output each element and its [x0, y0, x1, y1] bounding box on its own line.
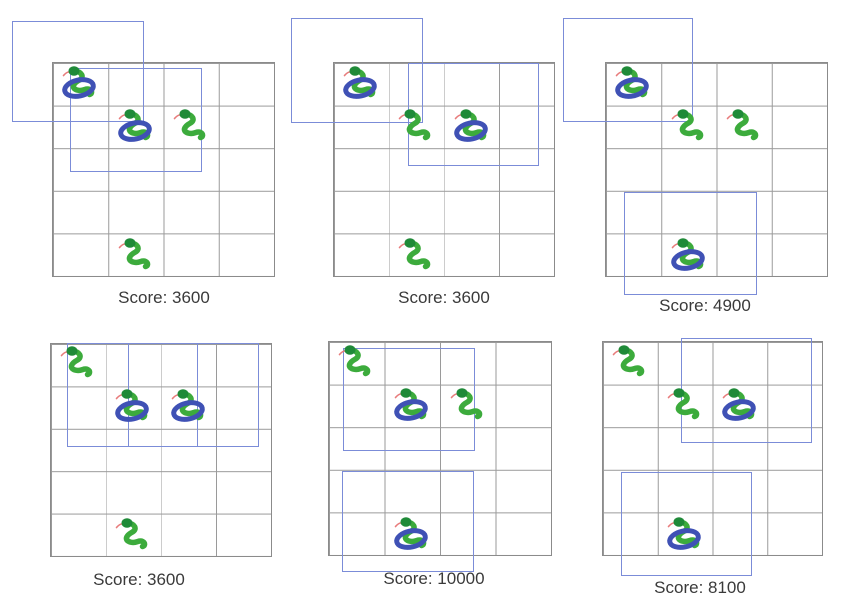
snake-icon — [663, 383, 707, 425]
ring-marker — [615, 76, 649, 99]
selection-box — [621, 472, 752, 576]
board-grid — [602, 341, 823, 556]
ring-marker — [670, 248, 705, 271]
snake-icon — [114, 233, 158, 275]
snake-icon — [608, 340, 652, 382]
selection-box — [291, 18, 423, 123]
ring-marker — [342, 76, 377, 99]
ring-marker — [170, 400, 205, 423]
ringed-snake-icon — [390, 512, 434, 554]
ringed-snake-icon — [114, 104, 158, 146]
ringed-snake-icon — [667, 233, 711, 275]
board-grid — [333, 62, 555, 277]
selection-box — [342, 471, 474, 572]
ringed-snake-icon — [58, 61, 102, 103]
selection-box — [624, 192, 757, 295]
ring-marker — [394, 527, 428, 550]
board-grid — [52, 62, 275, 277]
snake-icon — [169, 104, 213, 146]
snake-icon — [334, 340, 378, 382]
score-label: Score: 3600 — [118, 288, 210, 307]
ringed-snake-icon — [718, 383, 762, 425]
score-label: Score: 8100 — [654, 578, 746, 597]
snake-icon — [111, 513, 155, 555]
ring-marker — [667, 527, 701, 550]
ring-marker — [62, 76, 96, 99]
ringed-snake-icon — [611, 61, 655, 103]
selection-box — [563, 18, 693, 122]
ringed-snake-icon — [111, 384, 155, 426]
snake-icon — [394, 233, 438, 275]
board-grid — [328, 341, 552, 556]
board-grid — [605, 62, 828, 277]
ring-marker — [453, 119, 488, 142]
ringed-snake-icon — [339, 61, 383, 103]
selection-box — [12, 21, 144, 122]
score-label: Score: 4900 — [659, 296, 751, 315]
snake-icon — [722, 104, 766, 146]
snake-icon — [394, 104, 438, 146]
ring-marker — [722, 398, 756, 421]
score-label: Score: 10000 — [383, 569, 485, 588]
snake-icon — [667, 104, 711, 146]
ringed-snake-icon — [663, 512, 707, 554]
board-grid — [50, 343, 272, 557]
selection-box — [70, 68, 202, 172]
ring-marker — [117, 119, 152, 142]
ringed-snake-icon — [390, 383, 434, 425]
ring-marker — [115, 400, 150, 423]
ringed-snake-icon — [450, 104, 494, 146]
snake-icon — [446, 383, 490, 425]
selection-box — [343, 348, 475, 451]
ring-marker — [394, 398, 428, 421]
score-label: Score: 3600 — [398, 288, 490, 307]
snake-icon — [56, 341, 100, 383]
score-label: Score: 3600 — [93, 570, 185, 589]
ringed-snake-icon — [167, 384, 211, 426]
